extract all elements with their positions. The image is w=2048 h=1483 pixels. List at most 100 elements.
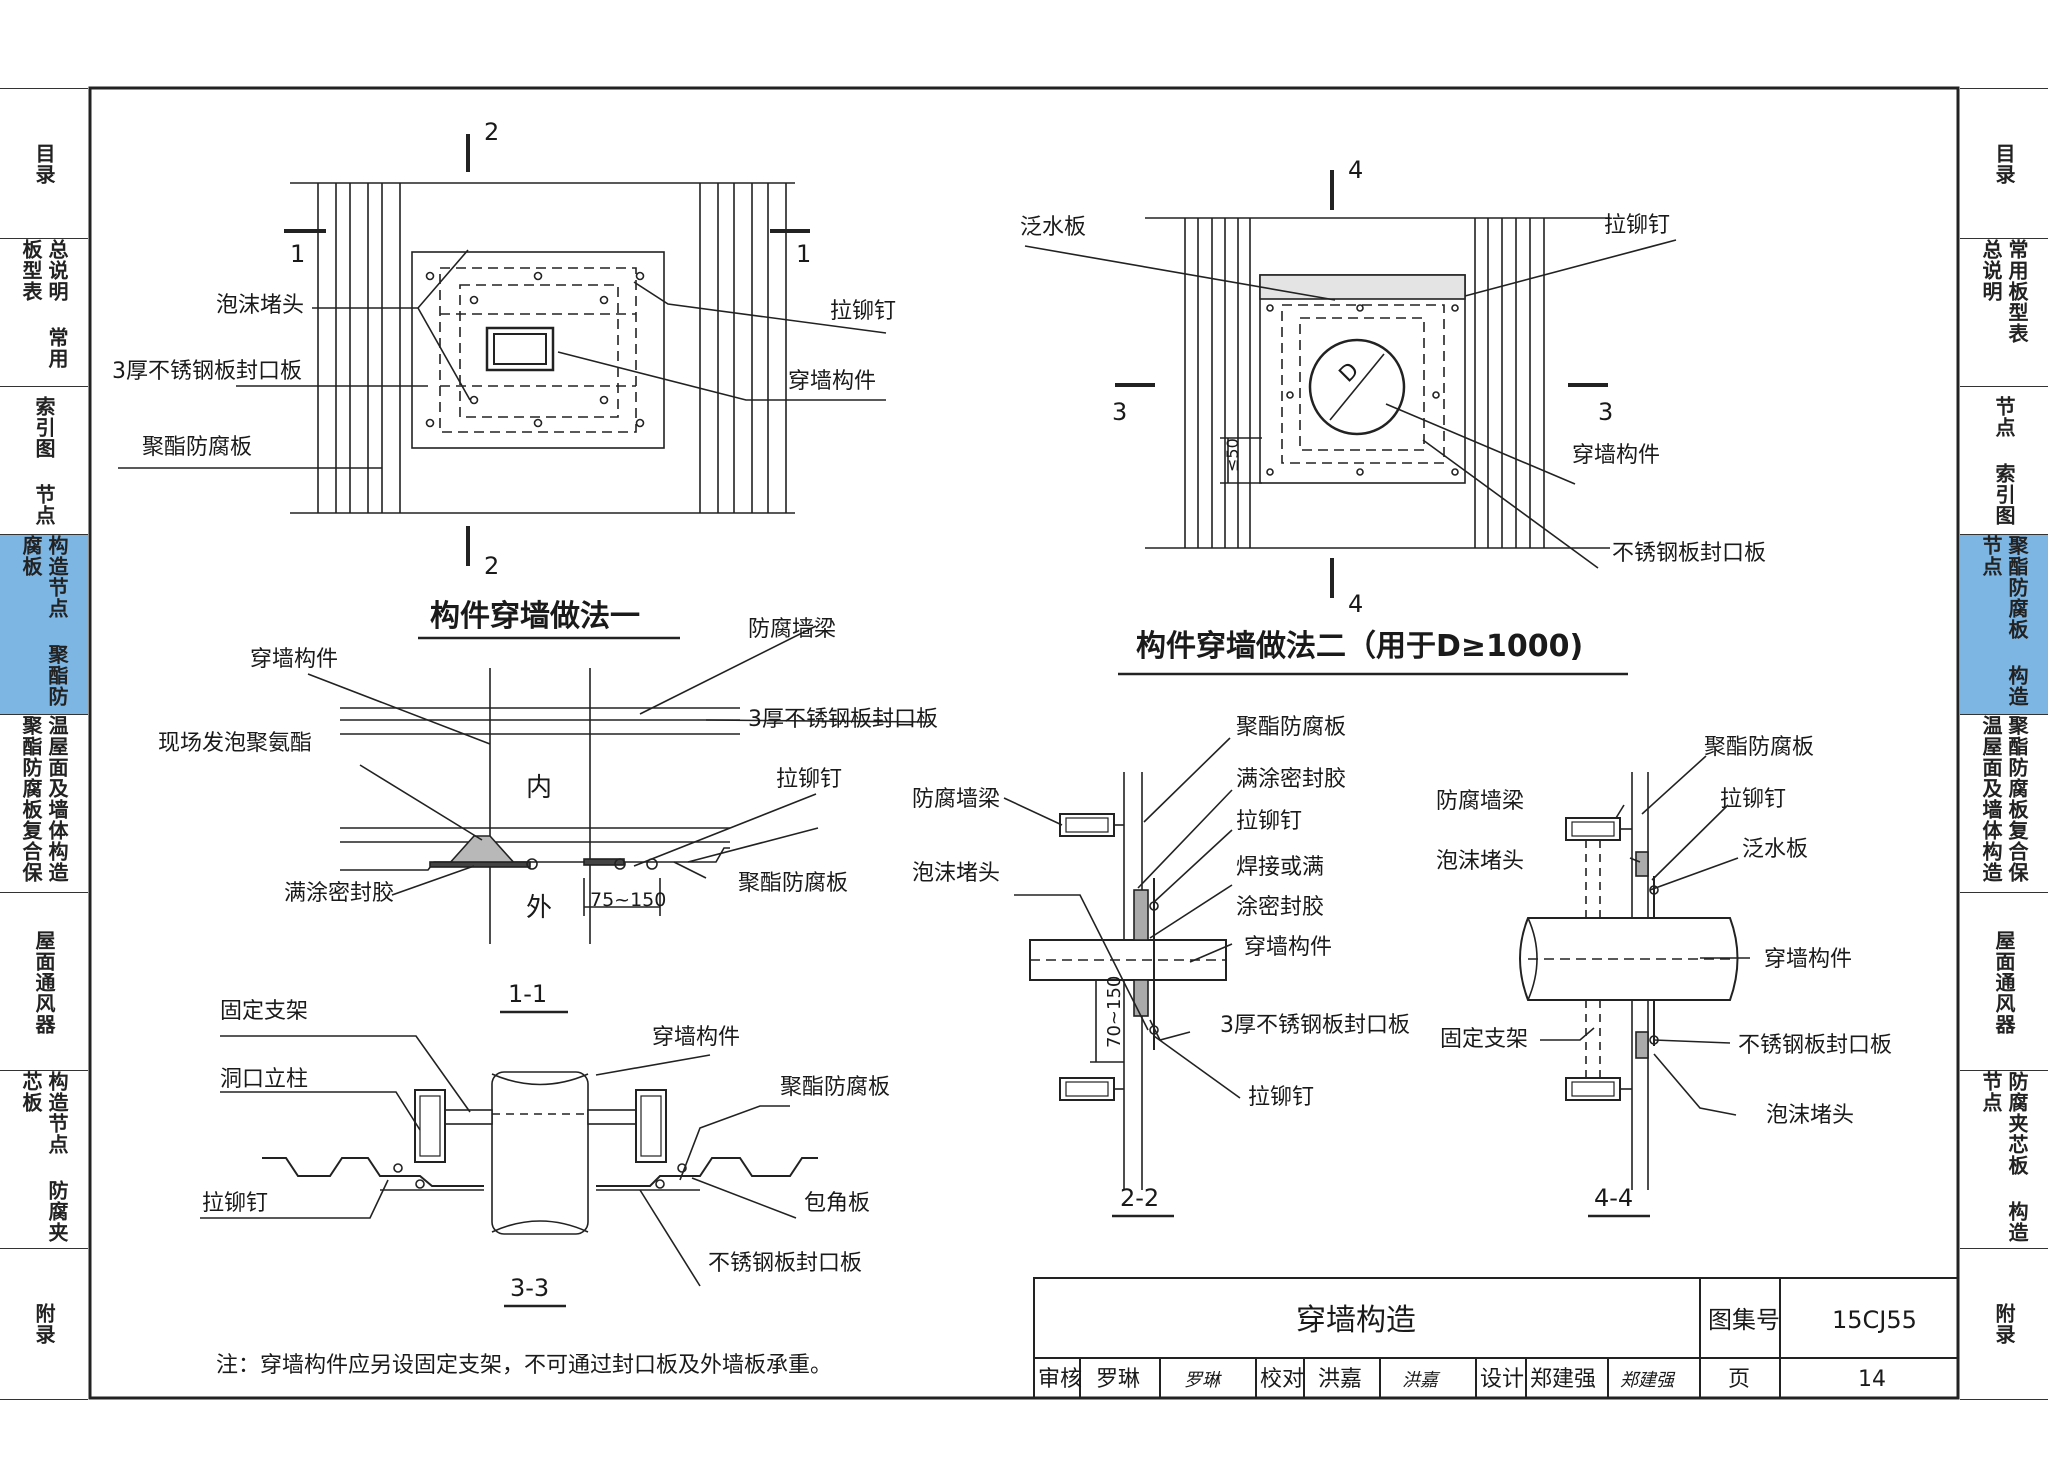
cut-label-4-bottom: 4 [1348, 590, 1363, 618]
left-tab-index[interactable]: 索引图 节点 [0, 386, 88, 535]
left-tab-label: 目录 [32, 143, 56, 185]
section-3-3 [200, 1035, 818, 1287]
drawing-title: 穿墙构造 [1296, 1303, 1416, 1338]
right-tab-label: 目录 [1992, 143, 2016, 185]
label-4-4-rivet: 拉铆钉 [1720, 787, 1786, 812]
label-1-1-foam: 现场发泡聚氨酯 [158, 731, 312, 756]
section-3-3-title: 3-3 [510, 1274, 549, 1302]
right-tab-label: 聚酯防腐板 构造节点 [1979, 535, 2029, 707]
label-2-2-rivet-top: 拉铆钉 [1236, 809, 1302, 834]
label-rivet: 拉铆钉 [830, 299, 896, 324]
left-tab-composite[interactable]: 温屋面及墙体构造 聚酯防腐板复合保 [0, 714, 88, 893]
right-tab-composite[interactable]: 聚酯防腐板复合保 温屋面及墙体构造 [1960, 714, 2048, 893]
label-1-1-dim: 75~150 [590, 889, 666, 911]
right-tab-sandwich[interactable]: 防腐夹芯板 构造节点 [1960, 1070, 2048, 1249]
label-foam-plug: 泡沫堵头 [216, 293, 304, 318]
method2-title: 构件穿墙做法二（用于D≥1000) [1136, 629, 1583, 664]
left-tab-label: 屋面通风器 [32, 929, 56, 1035]
cut-label-3-right: 3 [1598, 398, 1613, 426]
left-tab-label: 构造节点 聚酯防腐板 [19, 535, 69, 707]
right-tab-appendix[interactable]: 附录 [1960, 1248, 2048, 1400]
cut-label-4-top: 4 [1348, 156, 1363, 184]
left-tab-appendix[interactable]: 附录 [0, 1248, 88, 1400]
left-tab-label: 附录 [32, 1303, 56, 1345]
label-4-4-support: 固定支架 [1440, 1027, 1528, 1052]
label-steel-plate: 3厚不锈钢板封口板 [112, 359, 302, 384]
reviewer-signature: 罗琳 [1184, 1370, 1222, 1391]
sheet-frame [88, 86, 1960, 1400]
label-steel-plate-2: 不锈钢板封口板 [1612, 541, 1766, 566]
left-tab-label: 温屋面及墙体构造 聚酯防腐板复合保 [19, 715, 69, 883]
label-3-3-rivet: 拉铆钉 [202, 1191, 268, 1216]
right-tab-label: 屋面通风器 [1992, 929, 2016, 1035]
cut-label-1-right: 1 [796, 240, 811, 268]
right-tab-polyester-details[interactable]: 聚酯防腐板 构造节点 [1960, 534, 2048, 715]
title-block [1033, 1277, 1959, 1399]
label-3-3-corner: 包角板 [804, 1191, 870, 1216]
label-1-1-sealant: 满涂密封胶 [284, 881, 394, 906]
section-1-1-title: 1-1 [508, 980, 547, 1008]
label-3-3-steel: 不锈钢板封口板 [708, 1251, 862, 1276]
label-4-4-foam-bottom: 泡沫堵头 [1766, 1103, 1854, 1128]
right-tab-ventilator[interactable]: 屋面通风器 [1960, 892, 2048, 1071]
left-tab-label: 总说明 常用板型表 [19, 239, 69, 369]
label-polyester-panel: 聚酯防腐板 [142, 435, 252, 460]
label-4-4-panel: 聚酯防腐板 [1704, 735, 1814, 760]
left-tab-label: 索引图 节点 [32, 396, 56, 526]
section-4-4-title: 4-4 [1594, 1184, 1633, 1212]
label-3-3-through: 穿墙构件 [652, 1025, 740, 1050]
right-tab-label: 防腐夹芯板 构造节点 [1979, 1071, 2029, 1243]
right-tab-index[interactable]: 节点 索引图 [1960, 386, 2048, 535]
label-2-2-weld-1: 焊接或满 [1236, 855, 1324, 880]
label-1-1-through: 穿墙构件 [250, 647, 338, 672]
checker-signature: 洪嘉 [1402, 1370, 1441, 1391]
label-2-2-rivet-bottom: 拉铆钉 [1248, 1085, 1314, 1110]
label-1-1-inside: 内 [526, 773, 552, 803]
method1-title: 构件穿墙做法一 [430, 599, 640, 634]
general-note: 注：穿墙构件应另设固定支架，不可通过封口板及外墙板承重。 [216, 1353, 832, 1378]
label-2-2-steel: 3厚不锈钢板封口板 [1220, 1013, 1410, 1038]
label-3-3-support: 固定支架 [220, 999, 308, 1024]
section-4-4 [1519, 755, 1750, 1190]
label-2-2-through: 穿墙构件 [1244, 935, 1332, 960]
reviewer-name: 罗琳 [1096, 1367, 1140, 1392]
left-tab-polyester-details[interactable]: 构造节点 聚酯防腐板 [0, 534, 88, 715]
method2-plan [1024, 170, 1677, 598]
label-2-2-dim: 70~150 [1104, 976, 1125, 1048]
label-4-4-beam: 防腐墙梁 [1436, 789, 1524, 814]
section-2-2 [1003, 737, 1241, 1190]
left-tab-sandwich[interactable]: 构造节点 防腐夹芯板 [0, 1070, 88, 1249]
section-2-2-title: 2-2 [1120, 1184, 1159, 1212]
cut-label-2-top: 2 [484, 118, 499, 146]
design-label: 设计 [1480, 1367, 1524, 1392]
label-2-2-weld-2: 涂密封胶 [1236, 895, 1324, 920]
label-4-4-through: 穿墙构件 [1764, 947, 1852, 972]
right-tab-general[interactable]: 常用板型表 总说明 [1960, 238, 2048, 387]
right-tab-label: 节点 索引图 [1992, 396, 2016, 526]
label-1-1-beam: 防腐墙梁 [748, 617, 836, 642]
label-1-1-outside: 外 [526, 893, 552, 923]
section-1-1 [307, 625, 931, 944]
right-tab-label: 常用板型表 总说明 [1979, 239, 2029, 344]
left-tab-general[interactable]: 总说明 常用板型表 [0, 238, 88, 387]
right-tab-label: 附录 [1992, 1303, 2016, 1345]
review-label: 审核 [1038, 1367, 1082, 1392]
check-label: 校对 [1260, 1367, 1304, 1392]
label-2-2-foam-plug: 泡沫堵头 [912, 861, 1000, 886]
cut-label-1-left: 1 [290, 240, 305, 268]
label-4-4-flashing: 泛水板 [1742, 837, 1808, 862]
cut-label-2-bottom: 2 [484, 552, 499, 580]
label-dim-50: ≤50 [1223, 438, 1242, 472]
cut-label-3-left: 3 [1112, 398, 1127, 426]
atlas-number: 15CJ55 [1832, 1306, 1917, 1334]
label-3-3-column: 洞口立柱 [220, 1067, 308, 1092]
left-tab-ventilator[interactable]: 屋面通风器 [0, 892, 88, 1071]
label-through-member-2: 穿墙构件 [1572, 443, 1660, 468]
left-tab-contents[interactable]: 目录 [0, 88, 88, 239]
label-1-1-rivet: 拉铆钉 [776, 767, 842, 792]
label-4-4-steel: 不锈钢板封口板 [1738, 1033, 1892, 1058]
label-1-1-panel: 聚酯防腐板 [738, 871, 848, 896]
designer-signature: 郑建强 [1620, 1370, 1676, 1391]
right-tab-contents[interactable]: 目录 [1960, 88, 2048, 239]
